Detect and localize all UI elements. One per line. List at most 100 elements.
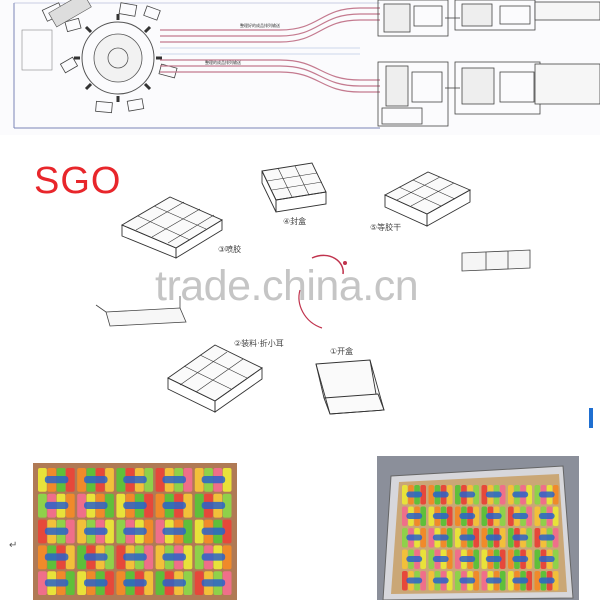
carton-process-diagram (95, 162, 531, 415)
candy-stick (194, 571, 204, 595)
candy-stick (534, 549, 541, 569)
candy-stick (77, 493, 86, 518)
candy-label (123, 527, 147, 535)
edge-marker (589, 408, 593, 428)
candy-label (512, 513, 529, 520)
candy-stick (508, 485, 514, 505)
candy-stick (499, 485, 506, 505)
candy-label (44, 501, 69, 510)
layout-label-2: 整理的成品排列输送 (205, 59, 241, 65)
candy-stick (116, 571, 126, 595)
candy-stick (446, 549, 453, 569)
candy-stick (552, 549, 559, 569)
candy-stick (222, 545, 232, 570)
candy-stick (552, 571, 559, 591)
candy-stick (534, 506, 541, 526)
candy-label (201, 527, 226, 535)
candy-stick (508, 528, 514, 548)
candy-label (201, 501, 226, 510)
candy-label (432, 534, 449, 541)
candy-stick (183, 571, 193, 595)
candy-stick (116, 493, 126, 518)
candy-stick (65, 468, 75, 492)
candy-stick (473, 528, 479, 548)
candy-stick (508, 506, 514, 526)
candy-stick (526, 485, 532, 505)
candy-stick (526, 506, 532, 526)
candy-stick (420, 528, 426, 548)
candy-stick (508, 549, 514, 569)
candy-stick (155, 545, 165, 570)
candy-stick (38, 493, 47, 518)
candy-stick (420, 506, 426, 526)
candy-label (485, 577, 502, 584)
candy-label (123, 553, 147, 561)
candy-stick (428, 571, 435, 591)
candy-label (406, 534, 423, 541)
candy-stick (481, 549, 488, 569)
candy-stick (428, 506, 435, 526)
candy-stick (402, 528, 408, 548)
conveyor-lines (160, 7, 380, 93)
candy-label (485, 534, 502, 541)
candy-stick (455, 506, 461, 526)
candy-stick (183, 493, 193, 518)
candy-stick (481, 506, 488, 526)
candy-stick (144, 545, 154, 570)
candy-stick (222, 571, 232, 595)
candy-stick (446, 528, 453, 548)
candy-stick (420, 571, 426, 591)
carton-step-1 (315, 359, 385, 415)
candy-label (459, 534, 476, 541)
layout-label-1: 整理好的成品排列输送 (240, 22, 280, 28)
candy-stick (552, 506, 559, 526)
candy-stick (222, 493, 232, 518)
candy-stick (105, 571, 114, 595)
candy-stick (428, 485, 435, 505)
candy-stick (402, 549, 408, 569)
candy-label (538, 577, 555, 584)
candy-stick (402, 571, 408, 591)
candy-label (459, 491, 476, 498)
candy-label (538, 491, 555, 498)
candy-label (44, 527, 69, 535)
candy-stick (38, 468, 47, 492)
candy-label (432, 513, 449, 520)
candy-label (432, 577, 449, 584)
candy-label (84, 553, 108, 561)
candy-stick (65, 493, 75, 518)
candy-label (432, 491, 449, 498)
carton-step-3 (120, 196, 223, 259)
candy-stick (183, 545, 193, 570)
candy-stick (446, 571, 453, 591)
candy-label (406, 577, 423, 584)
candy-stick (428, 528, 435, 548)
candy-label (162, 501, 186, 510)
candy-stick (38, 519, 47, 544)
candy-label (459, 556, 476, 563)
candy-label (84, 501, 108, 510)
carton-step-4 (261, 162, 327, 213)
candy-stick (144, 519, 154, 544)
candy-stick (183, 519, 193, 544)
candy-stick (65, 545, 75, 570)
candy-stick (144, 571, 154, 595)
watermark: trade.china.cn (155, 262, 419, 310)
candy-stick (420, 485, 426, 505)
candy-label (201, 553, 226, 561)
candy-stick (194, 519, 204, 544)
candy-label (162, 527, 186, 535)
step-label-5: ⑤等胶干 (370, 223, 402, 232)
step-label-1: ①开盒 (330, 347, 354, 356)
candy-stick (105, 468, 114, 492)
candy-stick (194, 468, 204, 492)
candy-stick (481, 528, 488, 548)
candy-stick (222, 519, 232, 544)
candy-stick (473, 485, 479, 505)
candy-label (485, 556, 502, 563)
candy-label (512, 556, 529, 563)
candy-label (406, 491, 423, 498)
candy-label (162, 579, 186, 587)
brand-logo: SGO (34, 160, 122, 202)
candy-stick (116, 545, 126, 570)
